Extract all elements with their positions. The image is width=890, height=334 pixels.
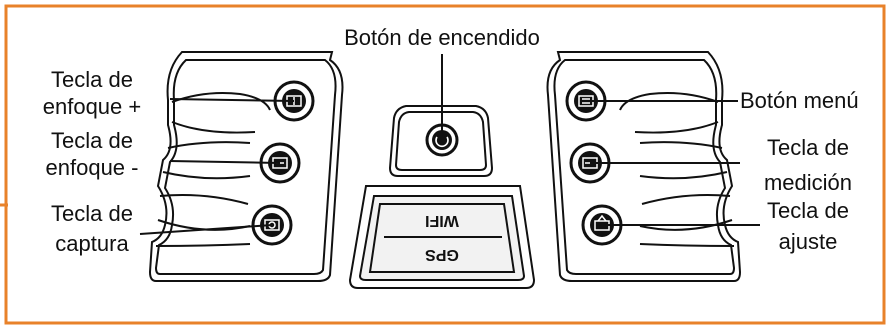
adjust-label-line2: ajuste bbox=[778, 229, 838, 254]
power-label: Botón de encendido bbox=[344, 25, 540, 50]
focus-minus-label-line2: enfoque - bbox=[45, 155, 139, 180]
focus-plus-label-line2: enfoque + bbox=[42, 94, 142, 119]
measure-label-line1: Tecla de bbox=[767, 135, 849, 160]
focus-plus-leader bbox=[169, 98, 295, 102]
wifi-label: WIFI bbox=[425, 212, 459, 229]
focus-minus-leader bbox=[169, 160, 281, 164]
orange-border bbox=[4, 4, 886, 325]
gps-wifi-cover bbox=[348, 185, 536, 289]
menu-label: Botón menú bbox=[740, 88, 859, 113]
capture-leader bbox=[139, 224, 273, 235]
focus-minus-label-line1: Tecla de bbox=[51, 128, 133, 153]
measure-label-line2: medición bbox=[763, 170, 853, 195]
capture-label-line1: Tecla de bbox=[51, 201, 133, 226]
adjust-label-line1: Tecla de bbox=[767, 198, 849, 223]
focus-plus-label-line1: Tecla de bbox=[51, 67, 133, 92]
left-button-panel bbox=[148, 51, 344, 282]
gps-label: GPS bbox=[425, 246, 459, 263]
capture-label-line2: captura bbox=[55, 231, 129, 256]
